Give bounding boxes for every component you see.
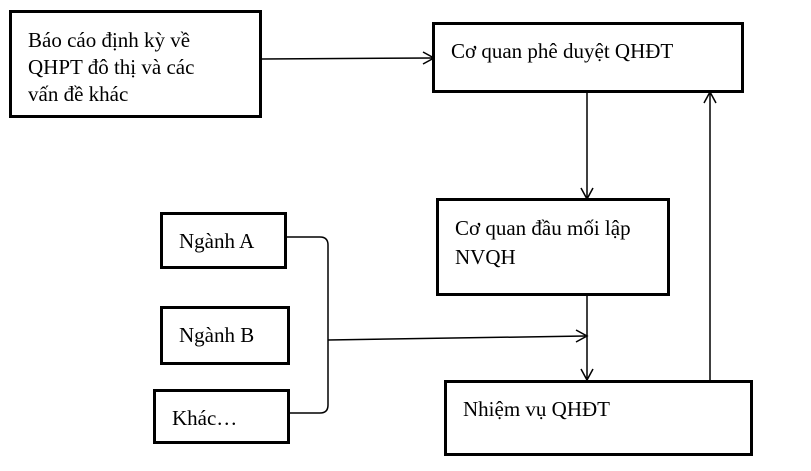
arrow-sectors-to-flow: [327, 335, 586, 341]
planning-task-label: Nhiệm vụ QHĐT: [463, 397, 610, 421]
focal-agency-line-2: NVQH: [455, 245, 516, 269]
other-box: Khác…: [153, 389, 290, 444]
planning-task-box: Nhiệm vụ QHĐT: [444, 380, 753, 456]
sector-b-label: Ngành B: [179, 323, 255, 347]
other-label: Khác…: [172, 406, 238, 430]
periodic-report-line-2: QHPT đô thị và các: [28, 55, 195, 79]
focal-agency-line-1: Cơ quan đầu mối lập: [455, 216, 631, 240]
sector-a-box: Ngành A: [160, 212, 287, 269]
approval-agency-label: Cơ quan phê duyệt QHĐT: [451, 39, 674, 63]
periodic-report-line-3: vấn đề khác: [28, 82, 129, 106]
sector-a-label: Ngành A: [179, 229, 255, 253]
periodic-report-line-1: Báo cáo định kỳ về: [28, 28, 191, 52]
arrow-report-to-approval: [261, 57, 433, 60]
periodic-report-box: Báo cáo định kỳ về QHPT đô thị và các vấ…: [9, 10, 262, 118]
approval-agency-box: Cơ quan phê duyệt QHĐT: [432, 22, 744, 93]
sector-b-box: Ngành B: [160, 306, 290, 365]
sectors-bracket: [287, 236, 329, 414]
arrowhead-sectors-to-flow: [575, 329, 589, 343]
focal-agency-box: Cơ quan đầu mối lập NVQH: [436, 198, 670, 296]
